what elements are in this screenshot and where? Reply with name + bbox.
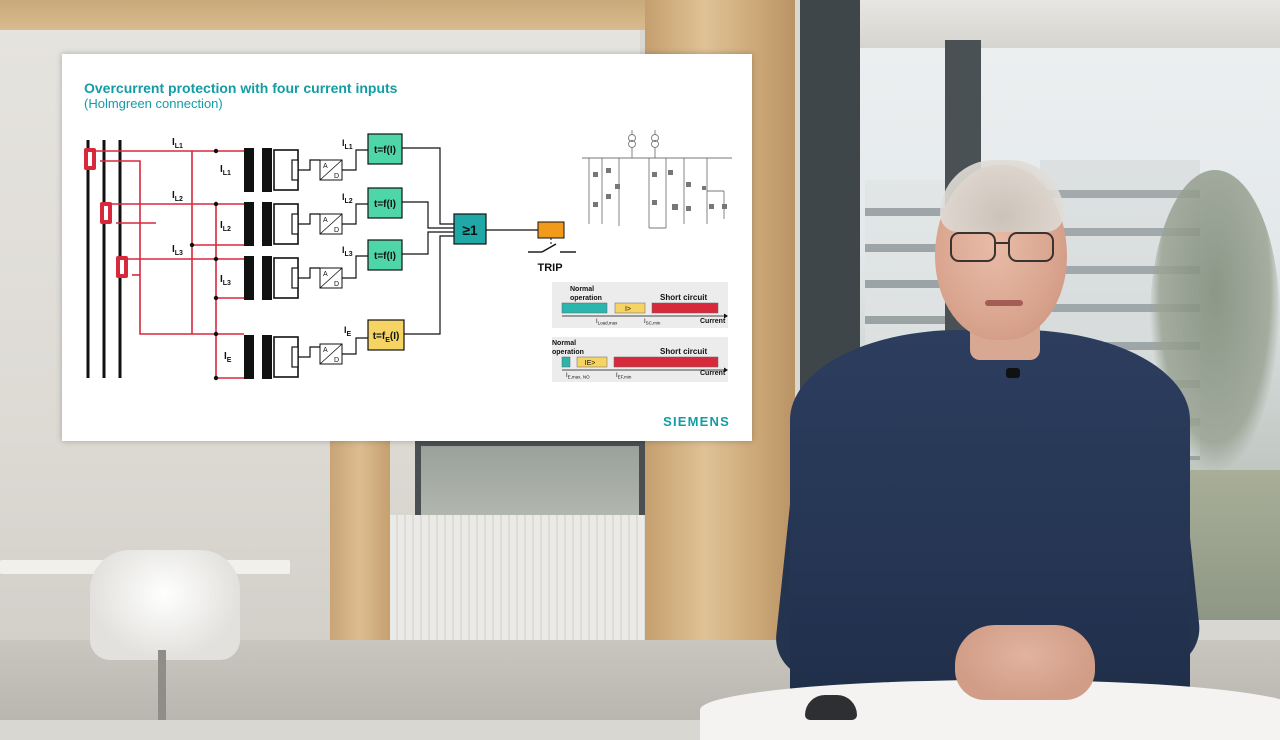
- svg-text:D: D: [334, 357, 339, 364]
- phase-sc-label: ISC,min: [644, 319, 661, 326]
- phase-characteristic: Normal operation Short circuit I> ILoad,…: [552, 282, 728, 328]
- earth-characteristic: Normal operation Short circuit IE> IE,ma…: [552, 337, 728, 382]
- ad-converters: AD AD AD AD: [319, 159, 343, 365]
- earth-operation-label: operation: [552, 349, 584, 356]
- circuit-diagram: IL1 IL2 IL3 IL1 IL2 IL3 IE: [84, 130, 732, 382]
- function-block-l1: t=f(I): [367, 133, 403, 165]
- svg-text:t=f(I): t=f(I): [374, 251, 396, 262]
- earth-normal-label: Normal: [552, 340, 576, 347]
- substation-schematic: [582, 130, 732, 229]
- glasses: [950, 232, 1054, 262]
- presenter-hair: [940, 160, 1064, 232]
- svg-text:A: A: [323, 217, 328, 224]
- adc-l2: AD: [319, 213, 343, 235]
- slide-title: Overcurrent protection with four current…: [84, 80, 398, 96]
- three-phase-lines: [86, 140, 122, 378]
- svg-text:t=f(I): t=f(I): [374, 145, 396, 156]
- presentation-slide: Overcurrent protection with four current…: [62, 54, 752, 441]
- function-block-l3: t=f(I): [367, 239, 403, 271]
- earth-axis-label: Current: [700, 370, 726, 377]
- adc-l1: AD: [319, 159, 343, 181]
- svg-text:D: D: [334, 173, 339, 180]
- phase-operation-label: operation: [570, 295, 602, 302]
- input-label-l3: IL3: [342, 245, 353, 258]
- svg-text:t=fE(I): t=fE(I): [373, 331, 400, 344]
- junction-dots: [189, 148, 219, 381]
- line-label-l2: IL2: [172, 190, 183, 203]
- input-transformers: [244, 148, 299, 379]
- function-blocks: t=f(I) t=f(I) t=f(I) t=fE(I): [367, 133, 405, 351]
- svg-text:D: D: [334, 227, 339, 234]
- chair: [90, 550, 240, 660]
- input-transformer-l1: [244, 148, 299, 192]
- ct-label-e: IE: [224, 351, 232, 364]
- window-frame: [800, 0, 1280, 48]
- earth-normal-current-label: IE,max, NO: [566, 373, 590, 380]
- ct-secondary-wiring: [92, 150, 244, 379]
- earth-short-circuit-label: Short circuit: [660, 347, 707, 356]
- svg-text:A: A: [323, 271, 328, 278]
- input-transformer-l3: [244, 256, 299, 300]
- svg-text:D: D: [334, 281, 339, 288]
- svg-text:A: A: [323, 163, 328, 170]
- trip-label: TRIP: [537, 262, 562, 274]
- phase-axis-label: Current: [700, 318, 726, 325]
- ct-label-l1: IL1: [220, 164, 231, 177]
- chair-leg: [158, 650, 166, 720]
- adc-l3: AD: [319, 267, 343, 289]
- presenter-hands: [955, 625, 1095, 700]
- phase-short-circuit-label: Short circuit: [660, 293, 707, 302]
- ct-label-l3: IL3: [220, 274, 231, 287]
- siemens-logo: SIEMENS: [663, 414, 730, 429]
- earth-ef-label: IEF,min: [616, 373, 632, 380]
- presenter-mouth: [985, 300, 1023, 306]
- trip-relay: TRIP: [528, 221, 576, 274]
- input-transformer-l2: [244, 202, 299, 246]
- slide-subtitle: (Holmgreen connection): [84, 96, 223, 111]
- or-gate: ≥1: [453, 213, 487, 245]
- line-label-l3: IL3: [172, 244, 183, 257]
- line-label-l1: IL1: [172, 137, 183, 150]
- function-block-l2: t=f(I): [367, 187, 403, 219]
- phase-pickup-label: I>: [625, 306, 631, 313]
- adc-e: AD: [319, 343, 343, 365]
- phase-normal-label: Normal: [570, 286, 594, 293]
- phase-load-label: ILoad,max: [596, 319, 618, 326]
- svg-text:t=f(I): t=f(I): [374, 199, 396, 210]
- earth-pickup-label: IE>: [585, 360, 596, 367]
- function-block-earth: t=fE(I): [367, 319, 405, 351]
- input-label-e: IE: [344, 325, 352, 338]
- signal-wires: [298, 147, 538, 358]
- computer-mouse: [805, 695, 857, 720]
- input-transformer-e: [244, 335, 299, 379]
- input-label-l1: IL1: [342, 138, 353, 151]
- svg-text:A: A: [323, 347, 328, 354]
- ct-label-l2: IL2: [220, 220, 231, 233]
- lapel-microphone: [1006, 368, 1020, 378]
- svg-text:≥1: ≥1: [462, 222, 478, 238]
- input-label-l2: IL2: [342, 192, 353, 205]
